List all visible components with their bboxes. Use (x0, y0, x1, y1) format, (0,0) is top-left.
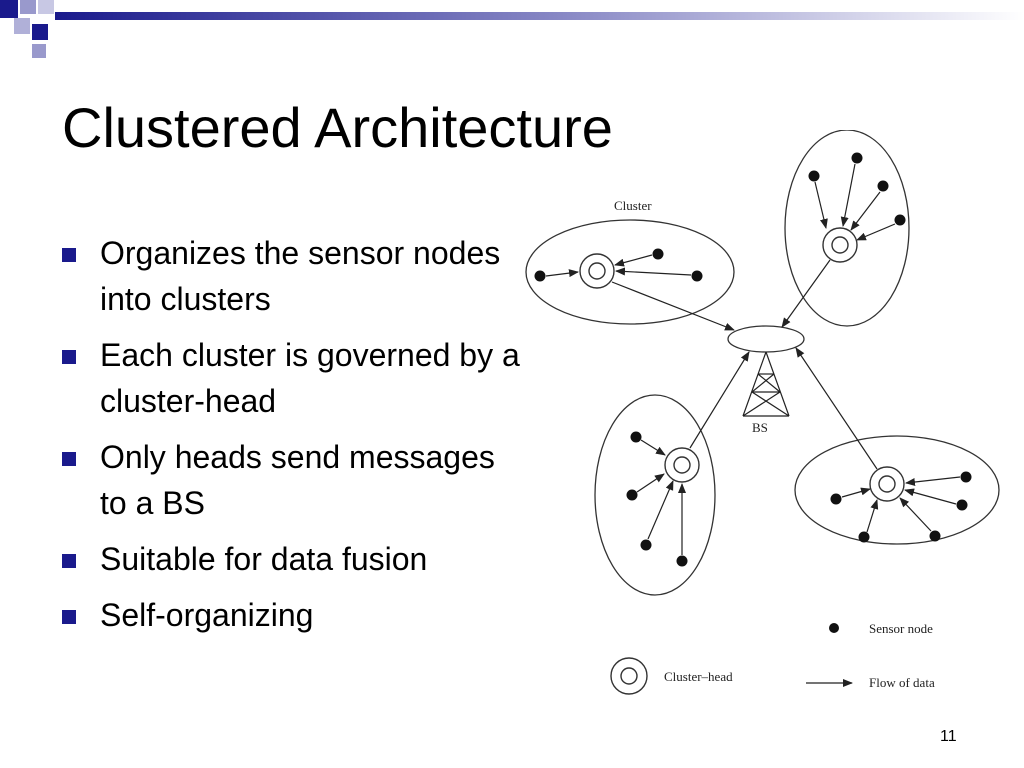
bs-tower-icon (742, 351, 790, 417)
bullet-square-icon (62, 610, 76, 624)
bs-antenna-ellipse (727, 325, 805, 353)
sensor-node (676, 555, 688, 567)
header-gradient-bar (55, 12, 1024, 20)
cluster-architecture-diagram: Cluster BS Sensor node Cluster–head Flow… (525, 130, 1000, 695)
page-title: Clustered Architecture (62, 96, 613, 159)
sensor-node (960, 471, 972, 483)
deco-square (38, 0, 54, 14)
bullet-text: Self-organizing (100, 597, 314, 633)
cluster-ellipse (525, 219, 735, 325)
bullet-item: Self-organizing (62, 592, 522, 638)
flow-arrow (850, 191, 881, 231)
cluster-head (579, 253, 615, 289)
sensor-node (640, 539, 652, 551)
sensor-node (534, 270, 546, 282)
sensor-node (851, 152, 863, 164)
flow-arrow (636, 473, 665, 493)
deco-square (32, 44, 46, 58)
flow-arrow (545, 269, 579, 278)
deco-square (0, 0, 18, 18)
sensor-node (808, 170, 820, 182)
cluster-head (822, 227, 858, 263)
bullet-text: Organizes the sensor nodes into clusters (100, 235, 501, 317)
legend-cluster-head-icon (610, 657, 648, 695)
flow-arrow (611, 281, 735, 331)
flow-arrow (841, 487, 871, 498)
bullet-list: Organizes the sensor nodes into clusters… (62, 230, 522, 648)
legend-sensor-node-icon (829, 623, 839, 633)
legend: Sensor node Cluster–head Flow of data (610, 621, 935, 695)
sensor-node (956, 499, 968, 511)
deco-square (32, 24, 48, 40)
flow-arrow (899, 497, 932, 532)
header-decoration (0, 0, 1024, 58)
bullet-square-icon (62, 452, 76, 466)
legend-flow-label: Flow of data (869, 675, 935, 690)
flow-arrow (689, 351, 750, 449)
bs-label: BS (752, 420, 768, 435)
sensor-node (630, 431, 642, 443)
legend-sensor-node-label: Sensor node (869, 621, 933, 636)
flow-arrow (614, 254, 653, 267)
flow-arrow (814, 181, 828, 229)
cluster-ellipse (794, 435, 1000, 545)
deco-square (20, 0, 36, 14)
flow-arrow (795, 347, 878, 470)
bullet-text: Only heads send messages to a BS (100, 439, 495, 521)
flow-arrow (905, 476, 961, 486)
sensor-node (830, 493, 842, 505)
bullet-text: Each cluster is governed by a cluster-he… (100, 337, 520, 419)
cluster-ellipse (784, 130, 910, 327)
bullet-item: Each cluster is governed by a cluster-he… (62, 332, 522, 424)
bullet-text: Suitable for data fusion (100, 541, 428, 577)
sensor-node (652, 248, 664, 260)
deco-square (14, 18, 30, 34)
flow-arrow (904, 488, 957, 505)
bullet-item: Organizes the sensor nodes into clusters (62, 230, 522, 322)
bullet-item: Only heads send messages to a BS (62, 434, 522, 526)
cluster-head (664, 447, 700, 483)
flow-arrow (781, 259, 831, 328)
sensor-node (691, 270, 703, 282)
flow-arrow (840, 163, 856, 227)
cluster-ellipse (594, 394, 716, 596)
bullet-square-icon (62, 554, 76, 568)
bullet-item: Suitable for data fusion (62, 536, 522, 582)
flow-arrow (615, 267, 692, 276)
legend-cluster-head-label: Cluster–head (664, 669, 733, 684)
page-number: 11 (940, 728, 957, 745)
cluster-head (869, 466, 905, 502)
sensor-node (877, 180, 889, 192)
sensor-node (929, 530, 941, 542)
cluster-label: Cluster (614, 198, 652, 213)
flow-arrow (866, 499, 879, 533)
bullet-square-icon (62, 248, 76, 262)
flow-arrow (647, 480, 674, 540)
sensor-node (894, 214, 906, 226)
sensor-node (626, 489, 638, 501)
flow-arrow (856, 223, 896, 241)
flow-arrow (640, 439, 666, 456)
sensor-node (858, 531, 870, 543)
bullet-square-icon (62, 350, 76, 364)
